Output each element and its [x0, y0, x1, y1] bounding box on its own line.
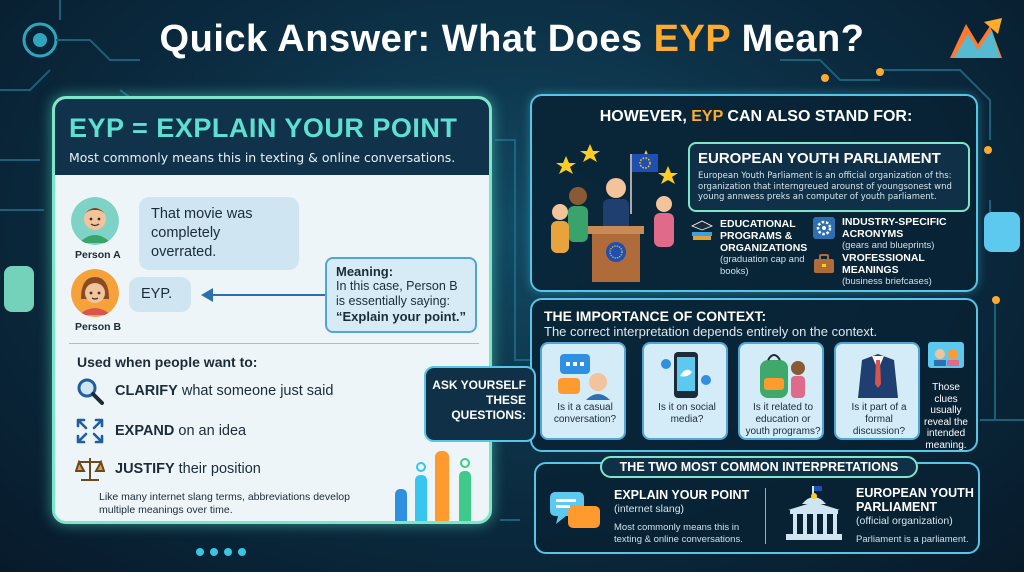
magnifier-icon: [77, 378, 104, 405]
alternatives-title-prefix: HOWEVER,: [599, 108, 692, 125]
suit-icon: [858, 354, 898, 398]
industry-acronyms-item: INDUSTRY-SPECIFIC ACRONYMS(gears and blu…: [812, 216, 972, 252]
title-suffix: Mean?: [730, 18, 865, 60]
presentation-icon: [928, 342, 964, 368]
briefcase-icon: [814, 254, 834, 273]
educational-programs-item: EDUCATIONAL PROGRAMS & ORGANIZATIONS(gra…: [690, 218, 820, 278]
alternatives-title-accent: EYP: [691, 108, 723, 125]
meaning-body: In this case, Person B is essentially sa…: [336, 279, 458, 308]
books-icon: [691, 220, 713, 240]
interpretation-slang-desc: Most commonly means this in texting & on…: [614, 522, 743, 545]
professional-meanings-title: VROFESSIONAL MEANINGS: [842, 252, 925, 276]
ep-body: European Youth Parliament is an official…: [698, 171, 952, 202]
meaning-quote: “Explain your point.”: [336, 309, 467, 324]
use-expand-text: on an idea: [174, 423, 247, 439]
professional-meanings-item: VROFESSIONAL MEANINGS(business briefcase…: [812, 252, 972, 288]
interpretation-organization-heading: EUROPEAN YOUTH PARLIAMENT: [856, 486, 974, 514]
definition-subheading: Most commonly means this in texting & on…: [69, 150, 456, 165]
parliament-building-icon: [786, 486, 842, 540]
ask-line-2: THESE: [485, 393, 526, 407]
used-when-title: Used when people want to:: [77, 354, 258, 370]
smartphone-icon: [661, 352, 711, 398]
use-justify: JUSTIFY their position: [75, 455, 261, 483]
brand-logo: [950, 18, 1002, 58]
ep-heading: EUROPEAN YOUTH PARLIAMENT: [698, 150, 941, 167]
alternatives-title-suffix: CAN ALSO STAND FOR:: [722, 108, 913, 125]
meaning-arrow: [205, 294, 325, 296]
title-accent: EYP: [653, 18, 731, 60]
chat-bubbles-icon: [558, 354, 610, 400]
youth-parliament-illustration: [551, 144, 678, 282]
person-b-avatar-icon: [71, 269, 119, 317]
use-justify-verb: JUSTIFY: [115, 461, 175, 477]
educational-programs-title: EDUCATIONAL PROGRAMS & ORGANIZATIONS: [720, 218, 808, 254]
interpretation-divider: [765, 488, 766, 544]
alternatives-panel: HOWEVER, EYP CAN ALSO STAND FOR: EUROPEA…: [530, 94, 978, 292]
use-clarify-text: what someone just said: [177, 383, 334, 399]
question-formal-text: Is it part of a formal discussion?: [851, 402, 907, 437]
person-a-label: Person A: [75, 249, 121, 261]
meaning-arrow-head: [201, 288, 213, 302]
industry-acronyms-desc: (gears and blueprints): [842, 240, 935, 251]
interpretation-organization-desc: Parliament is a parliament.: [856, 534, 969, 545]
divider: [69, 343, 479, 344]
question-card-casual: Is it a casual conversation?: [540, 342, 626, 440]
question-casual-text: Is it a casual conversation?: [553, 402, 617, 425]
use-clarify-verb: CLARIFY: [115, 383, 178, 399]
industry-acronyms-title: INDUSTRY-SPECIFIC ACRONYMS: [842, 216, 947, 240]
definition-panel: EYP = EXPLAIN YOUR POINT Most commonly m…: [52, 96, 492, 524]
context-title: THE IMPORTANCE OF CONTEXT:: [544, 308, 767, 324]
professional-meanings-desc: (business briefcases): [842, 276, 932, 287]
alternatives-title: HOWEVER, EYP CAN ALSO STAND FOR:: [532, 108, 980, 126]
person-b-message: EYP.: [129, 277, 191, 312]
use-justify-text: their position: [174, 461, 261, 477]
person-b-label: Person B: [75, 321, 122, 333]
interpretation-slang-heading: EXPLAIN YOUR POINT: [614, 488, 750, 502]
interpretation-slang-sub: (internet slang): [614, 503, 685, 515]
question-education-text: Is it related to education or youth prog…: [745, 402, 821, 437]
use-expand: EXPAND on an idea: [75, 417, 246, 445]
context-subtitle: The correct interpretation depends entir…: [544, 324, 878, 339]
footnote: Like many internet slang terms, abbrevia…: [99, 491, 350, 516]
person-a-avatar-icon: [71, 197, 119, 245]
gears-icon: [813, 217, 835, 239]
interpretations-title: THE TWO MOST COMMON INTERPRETATIONS: [600, 456, 918, 478]
educational-programs-desc: (graduation cap and books): [720, 254, 805, 277]
use-clarify: CLARIFY what someone just said: [75, 377, 333, 405]
definition-heading: EYP = EXPLAIN YOUR POINT: [69, 113, 458, 143]
ask-line-1: ASK YOURSELF: [432, 378, 526, 392]
meaning-box: Meaning: In this case, Person B is essen…: [325, 257, 477, 333]
title-prefix: Quick Answer: What Does: [159, 18, 654, 60]
ask-line-3: QUESTIONS:: [451, 408, 526, 422]
meaning-title: Meaning:: [336, 264, 394, 279]
context-clue-text: Those clues usually reveal the intended …: [924, 382, 968, 451]
page-title: Quick Answer: What Does EYP Mean?: [0, 18, 1024, 61]
use-expand-verb: EXPAND: [115, 423, 175, 439]
european-youth-parliament-card: EUROPEAN YOUTH PARLIAMENT European Youth…: [688, 142, 970, 212]
backpack-icon: [760, 354, 805, 398]
question-card-formal: Is it part of a formal discussion?: [834, 342, 920, 440]
question-social-text: Is it on social media?: [658, 402, 716, 425]
definition-header: EYP = EXPLAIN YOUR POINT Most commonly m…: [55, 99, 489, 175]
decorative-bars: [395, 451, 471, 521]
person-a-message: That movie was completely overrated.: [139, 197, 299, 270]
ask-yourself-label: ASK YOURSELF THESE QUESTIONS:: [424, 366, 536, 442]
scales-icon: [75, 458, 105, 481]
interpretation-organization: EUROPEAN YOUTH PARLIAMENT (official orga…: [856, 486, 976, 546]
question-card-social: Is it on social media?: [642, 342, 728, 440]
chat-icon: [550, 492, 600, 528]
question-card-education: Is it related to education or youth prog…: [738, 342, 824, 440]
expand-arrows-icon: [76, 418, 104, 444]
interpretation-organization-sub: (official organization): [856, 515, 953, 527]
interpretation-slang: EXPLAIN YOUR POINT (internet slang) Most…: [614, 488, 760, 545]
